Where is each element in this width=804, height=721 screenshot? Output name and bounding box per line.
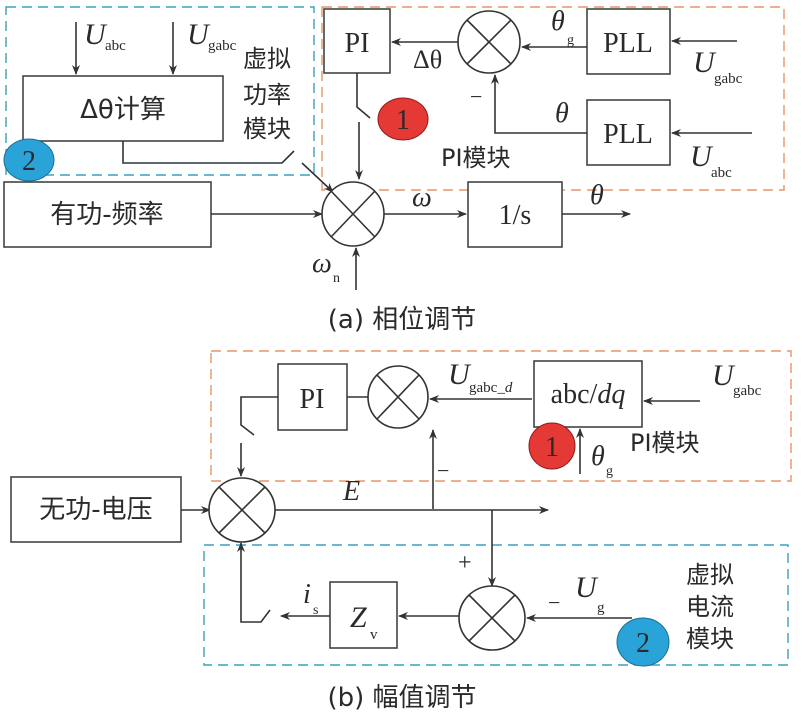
- pll-block-top: [586, 8, 671, 75]
- delta-theta-calc-block: [22, 75, 224, 142]
- minus-sign-b: −: [437, 458, 449, 483]
- pll-bottom-input-label: U: [690, 140, 714, 173]
- pi-switch-a: [356, 73, 371, 119]
- omega-label: ω: [412, 182, 432, 213]
- zv-label: Z: [350, 601, 367, 634]
- pll-bottom-label: PLL: [603, 119, 653, 150]
- badge-1-b: [528, 422, 576, 470]
- u-abc-label: U: [84, 18, 108, 51]
- delta-theta-signal-label: Δθ: [413, 45, 442, 74]
- abc-dq-block: [533, 360, 643, 428]
- virtual-power-label-3: 模块: [243, 115, 291, 143]
- minus-sign-a: −: [470, 84, 482, 109]
- u-gabc-sub: gabc: [208, 38, 237, 54]
- virtual-current-label-2: 电流: [686, 593, 734, 621]
- pi-module-border-a: [321, 6, 785, 191]
- theta-label-a: θ: [555, 98, 569, 129]
- pll-top-label: PLL: [603, 28, 653, 59]
- active-power-frequency-block: [3, 181, 212, 248]
- delta-theta-output-wire: [122, 141, 295, 164]
- theta-g-label: θ: [551, 6, 565, 37]
- u-gabc-b-sub: gabc: [733, 383, 762, 399]
- u-g-sub: g: [597, 600, 605, 616]
- u-abc-sub: abc: [105, 38, 126, 54]
- pi-block-b-label: PI: [300, 384, 325, 415]
- badge-2-b: [616, 617, 670, 667]
- abc-dq-label: abc/dq: [551, 379, 626, 410]
- delta-theta-calc-label: Δθ计算: [80, 95, 166, 125]
- pi-module-border-b: [210, 350, 792, 482]
- virtual-current-label-1: 虚拟: [686, 561, 734, 589]
- badge-2-a-text: 2: [22, 146, 36, 177]
- badge-2-a: [3, 138, 55, 182]
- pll-bottom-input-sub: abc: [711, 165, 732, 181]
- u-g-label: U: [575, 571, 599, 604]
- theta-output-label: θ: [590, 180, 604, 211]
- reactive-power-voltage-label: 无功-电压: [39, 495, 152, 525]
- i-s-sub: s: [313, 603, 318, 618]
- theta-feedback-arrow: [491, 74, 587, 134]
- reactive-power-voltage-block: [10, 476, 182, 543]
- pi-module-label-a: PI模块: [441, 144, 511, 172]
- integrator-label: 1/s: [499, 200, 532, 231]
- badge-1-b-text: 1: [545, 432, 559, 463]
- i-s-label: i: [303, 579, 311, 610]
- pi-module-label-b: PI模块: [630, 429, 700, 457]
- zv-sub: v: [370, 627, 378, 643]
- theta-g-b-sub: g: [606, 464, 613, 479]
- i-s-feedback-arrow: [237, 542, 271, 623]
- caption-a: (a) 相位调节: [328, 305, 477, 335]
- virtual-power-label-2: 功率: [243, 81, 291, 109]
- pi-switch-b: [240, 396, 278, 436]
- caption-b: (b) 幅值调节: [327, 683, 476, 713]
- pi-block-a-label: PI: [345, 28, 370, 59]
- u-gabc-label: U: [187, 18, 211, 51]
- virtual-current-label-3: 模块: [686, 625, 734, 653]
- minus-ug-sign: −: [548, 590, 560, 615]
- omega-n-sub: n: [333, 271, 340, 286]
- theta-g-sub: g: [567, 33, 574, 48]
- virtual-power-to-sum-arrow: [301, 162, 334, 193]
- virtual-power-module-border: [5, 6, 315, 176]
- omega-n-label: ω: [312, 248, 332, 279]
- pll-top-input-label: U: [693, 46, 717, 79]
- virtual-current-module-border: [203, 544, 789, 666]
- pll-top-input-sub: gabc: [714, 71, 743, 87]
- u-gabc-d-sub: gabc_d: [469, 380, 513, 396]
- integrator-block: [467, 181, 563, 248]
- plus-sign: +: [458, 550, 472, 576]
- pll-block-bottom: [586, 99, 671, 166]
- badge-1-a-text: 1: [396, 105, 410, 136]
- badge-2-b-text: 2: [636, 628, 650, 659]
- e-signal-label: E: [342, 476, 360, 507]
- theta-g-b-label: θ: [591, 441, 605, 472]
- badge-1-a: [377, 97, 429, 141]
- u-gabc-b-label: U: [712, 359, 736, 392]
- zv-block: [329, 581, 398, 649]
- active-power-frequency-label: 有功-频率: [50, 200, 163, 230]
- virtual-power-label-1: 虚拟: [243, 45, 291, 73]
- u-gabc-d-label: U: [448, 358, 472, 391]
